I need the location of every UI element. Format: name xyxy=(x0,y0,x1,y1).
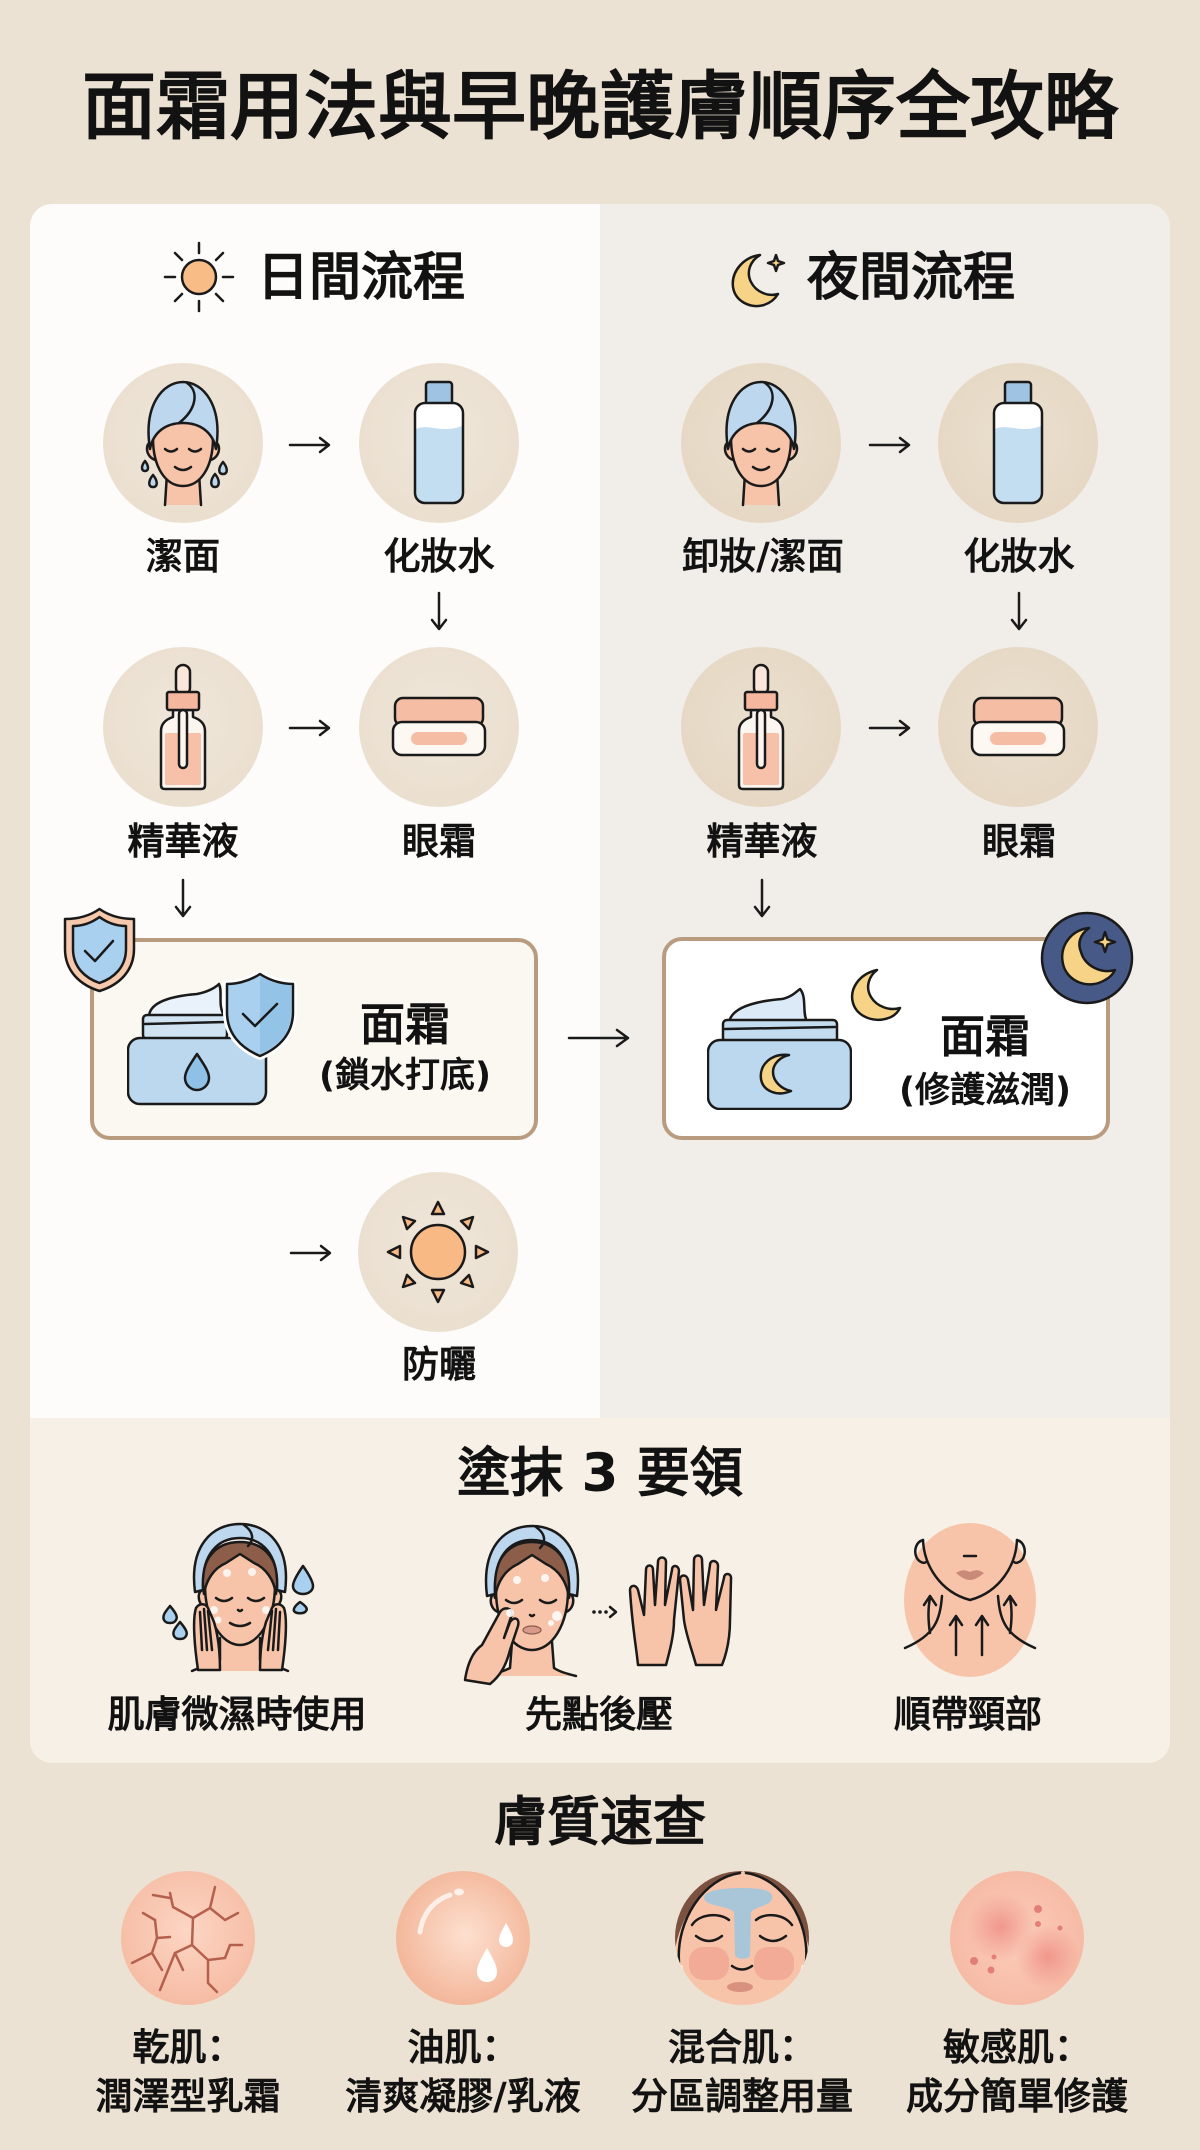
arrow-down-icon xyxy=(430,591,448,631)
moon-icon xyxy=(850,968,902,1021)
arrow-right-icon xyxy=(288,436,331,454)
combination-skin-face-icon xyxy=(675,1871,809,2005)
night-step-cleanse-label: 卸妝/潔面 xyxy=(682,535,844,578)
night-cream-title: 面霜 xyxy=(939,1010,1030,1063)
shield-check-icon xyxy=(63,907,136,993)
day-step-cleanse-label: 潔面 xyxy=(146,535,220,578)
night-step-serum-label: 精華液 xyxy=(706,820,818,863)
cream-jar-shield-icon xyxy=(127,972,297,1106)
serum-dropper-icon xyxy=(159,663,207,791)
skin-type-oily-advice: 清爽凝膠/乳液 xyxy=(345,2075,581,2118)
skin-type-dry-label: 乾肌： xyxy=(132,2026,244,2069)
moon-badge-icon xyxy=(1040,911,1134,1005)
night-step-toner-label: 化妝水 xyxy=(963,535,1075,578)
eye-cream-jar-icon xyxy=(970,696,1066,757)
eye-cream-jar-icon xyxy=(391,696,487,757)
page-title: 面霜用法與早晚護膚順序全攻略 xyxy=(82,64,1118,150)
sunscreen-sun-icon xyxy=(386,1200,490,1304)
tip-dot-press-label: 先點後壓 xyxy=(525,1693,673,1736)
cream-jar-moon-icon xyxy=(707,987,852,1110)
skin-type-oily-label: 油肌： xyxy=(407,2026,519,2069)
arrow-right-icon xyxy=(868,719,911,737)
arrow-right-icon xyxy=(868,436,911,454)
toner-bottle-icon xyxy=(413,380,465,505)
arrow-right-icon xyxy=(289,1244,332,1262)
night-step-eye-cream xyxy=(938,647,1098,807)
dry-skin-icon xyxy=(121,1871,255,2005)
day-cream-card xyxy=(90,938,538,1140)
day-step-cleanse xyxy=(103,363,263,523)
skin-type-combination-label: 混合肌： xyxy=(668,2026,816,2069)
night-step-cleanse xyxy=(681,363,841,523)
day-step-eye-cream xyxy=(359,647,519,807)
skin-type-sensitive-advice: 成分簡單修護 xyxy=(906,2075,1128,2118)
face-cleansing-icon xyxy=(140,380,228,507)
toner-bottle-icon xyxy=(992,380,1044,505)
night-step-serum xyxy=(681,647,841,807)
arrow-down-icon xyxy=(753,878,771,918)
day-step-sunscreen-label: 防曬 xyxy=(402,1343,476,1386)
day-step-sunscreen xyxy=(358,1172,518,1332)
skin-type-combination-advice: 分區調整用量 xyxy=(631,2075,853,2118)
application-tips-heading: 塗抹 3 要領 xyxy=(457,1443,743,1504)
day-routine-heading: 日間流程 xyxy=(257,248,466,308)
arrow-right-icon xyxy=(567,1028,630,1048)
day-cream-title: 面霜 xyxy=(359,998,450,1051)
day-step-serum-label: 精華液 xyxy=(127,820,239,863)
tip-neck-label: 順帶頸部 xyxy=(894,1693,1042,1736)
arrow-down-icon xyxy=(1010,591,1028,631)
night-cream-subtitle: (修護滋潤) xyxy=(899,1071,1071,1111)
moon-star-icon xyxy=(731,253,786,308)
day-cream-subtitle: (鎖水打底) xyxy=(319,1056,491,1096)
dot-then-press-icon xyxy=(463,1524,733,1686)
face-cleansing-icon xyxy=(723,380,799,507)
arrow-right-icon xyxy=(288,719,331,737)
night-step-eye-cream-label: 眼霜 xyxy=(982,820,1056,863)
skin-types-heading: 膚質速查 xyxy=(494,1792,706,1853)
serum-dropper-icon xyxy=(737,663,785,791)
day-step-toner-label: 化妝水 xyxy=(383,535,495,578)
sensitive-skin-icon xyxy=(950,1871,1084,2005)
arrow-down-icon xyxy=(174,878,192,918)
damp-skin-face-icon xyxy=(162,1522,315,1673)
skin-type-dry-advice: 潤澤型乳霜 xyxy=(95,2075,281,2118)
night-routine-heading: 夜間流程 xyxy=(807,248,1016,308)
day-step-serum xyxy=(103,647,263,807)
day-step-eye-cream-label: 眼霜 xyxy=(402,820,476,863)
sun-icon xyxy=(163,241,235,313)
oily-skin-icon xyxy=(396,1871,530,2005)
neck-upward-strokes-icon xyxy=(903,1523,1037,1677)
night-step-toner xyxy=(938,363,1098,523)
skin-type-sensitive-label: 敏感肌： xyxy=(943,2026,1091,2069)
day-step-toner xyxy=(359,363,519,523)
tip-damp-skin-label: 肌膚微濕時使用 xyxy=(107,1693,367,1736)
